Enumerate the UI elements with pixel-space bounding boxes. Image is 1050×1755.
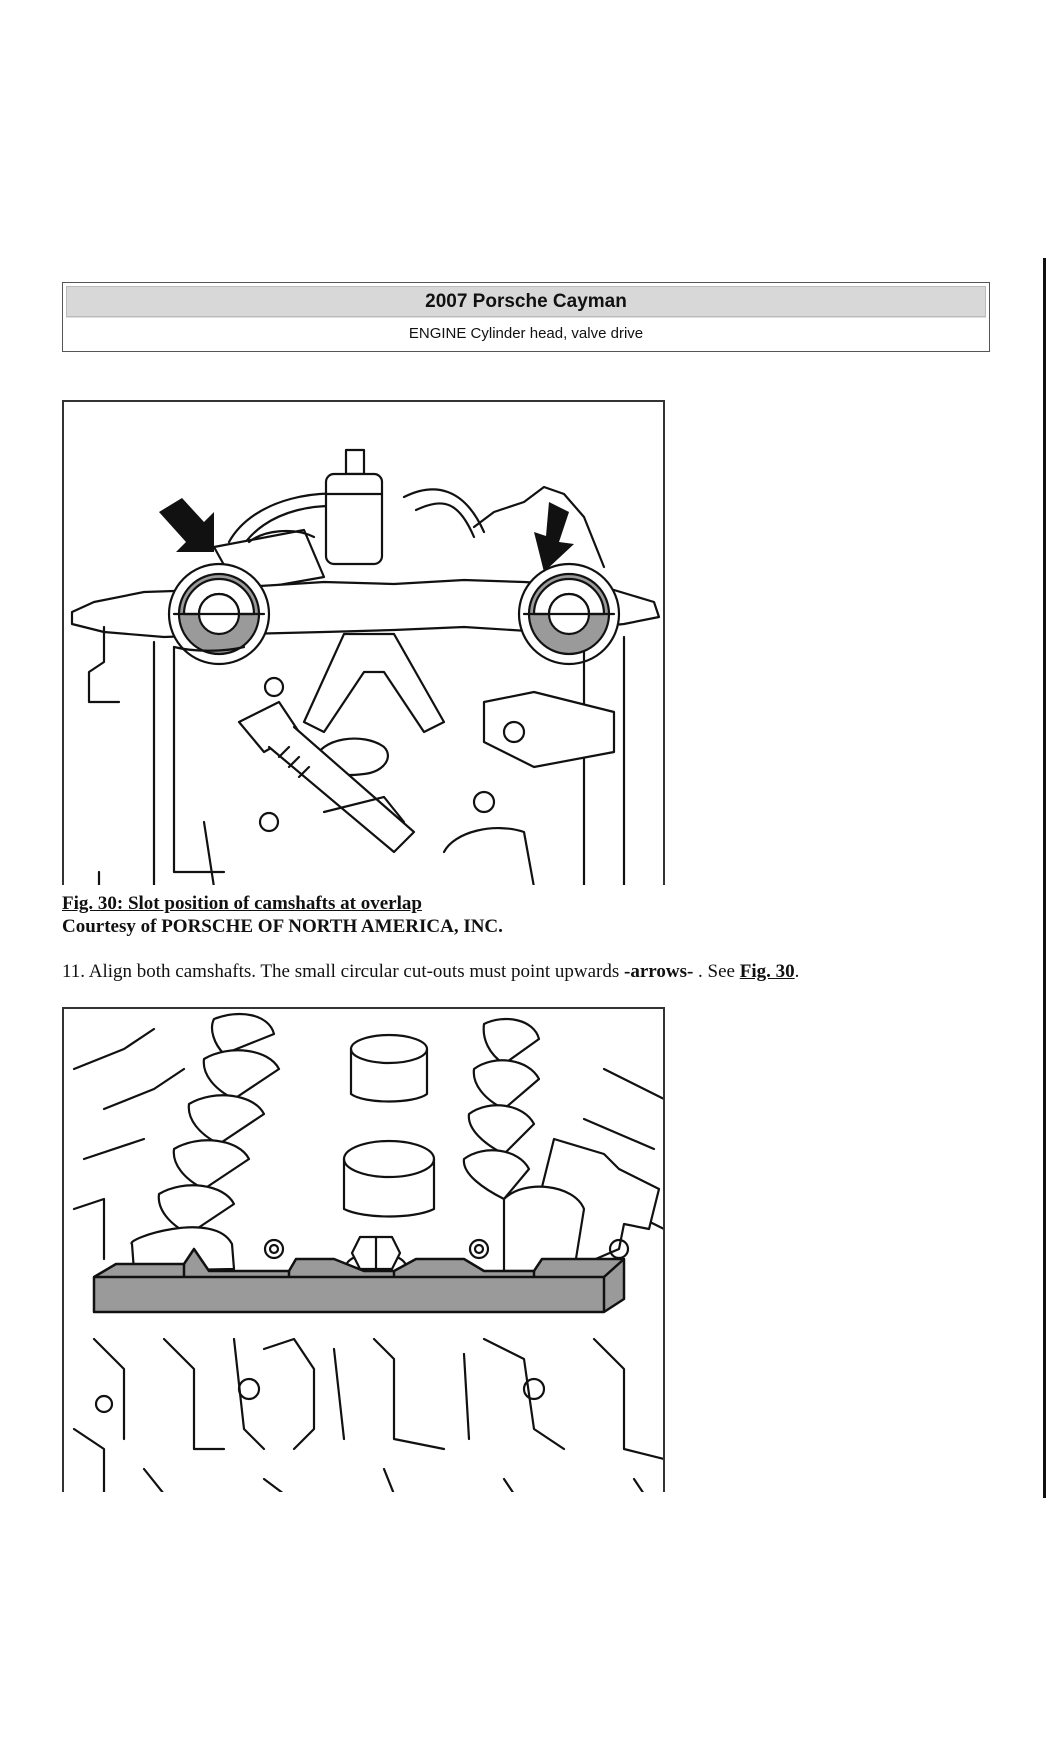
figure-31-drawing <box>72 1012 663 1492</box>
step-11-text: 11. Align both camshafts. The small circ… <box>62 961 624 982</box>
step-11-instruction: 11. Align both camshafts. The small circ… <box>62 960 799 984</box>
figure-30-caption: Fig. 30: Slot position of camshafts at o… <box>62 892 503 938</box>
figure-30-illustration <box>62 400 665 885</box>
figure-30-drawing <box>70 448 661 885</box>
step-11-emphasis: -arrows- <box>624 961 694 982</box>
document-section: ENGINE Cylinder head, valve drive <box>66 317 986 349</box>
figure-30-credit: Courtesy of PORSCHE OF NORTH AMERICA, IN… <box>62 916 503 937</box>
fig-30-link[interactable]: Fig. 30 <box>739 961 795 982</box>
step-11-see: . See <box>693 961 740 982</box>
figure-30-title: Fig. 30: Slot position of camshafts at o… <box>62 893 422 914</box>
arrow-icon <box>159 498 574 572</box>
document-header: 2007 Porsche Cayman ENGINE Cylinder head… <box>62 282 990 352</box>
camshaft-locking-tool <box>92 1247 626 1314</box>
document-title: 2007 Porsche Cayman <box>66 286 986 317</box>
figure-31-illustration <box>62 1007 665 1492</box>
page-right-rule <box>1043 258 1046 1498</box>
step-11-period: . <box>794 961 800 982</box>
